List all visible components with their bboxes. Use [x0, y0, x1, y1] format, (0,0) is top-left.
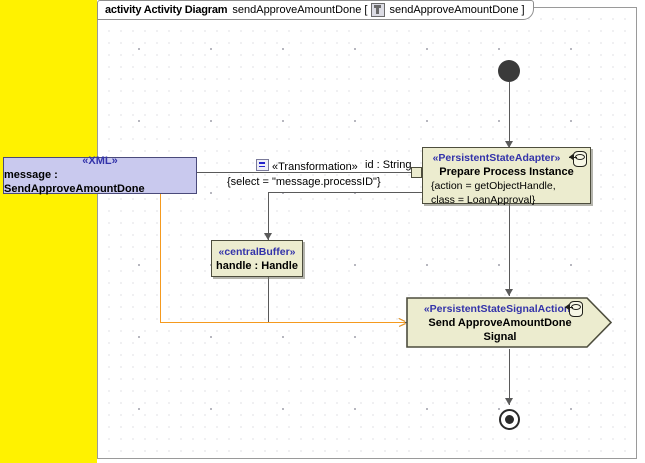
- arrowhead-initial-to-prepare: [505, 141, 513, 148]
- persistent-state-icon: [564, 301, 583, 317]
- object-node-message[interactable]: «XML» message : SendApproveAmountDone: [3, 155, 197, 195]
- send-signal-shape: [406, 297, 613, 348]
- frame-keyword: activity Activity Diagram: [105, 4, 228, 16]
- object-node-stereotype: «XML»: [82, 155, 118, 167]
- send-signal-name-line2: Signal: [483, 330, 517, 343]
- edge-buffer-to-signal-vertical: [268, 277, 269, 322]
- persistent-state-icon: [568, 151, 587, 167]
- edge-prepare-to-buffer-horizontal: [268, 192, 529, 193]
- transformation-constraint-label: {select = "message.processID"}: [226, 176, 382, 188]
- input-pin-id[interactable]: [411, 167, 422, 178]
- transformation-target-pin-label: id : String: [364, 159, 413, 171]
- edge-transformation-horizontal: [196, 172, 411, 173]
- send-signal-name-line1: Send ApproveAmountDone: [428, 316, 572, 329]
- transformation-stereotype: «Transformation»: [272, 161, 358, 173]
- frame-name: sendApproveAmountDone: [232, 4, 362, 16]
- object-node-central-buffer[interactable]: «centralBuffer» handle : Handle: [211, 240, 303, 277]
- activity-diagram-icon: [371, 3, 386, 17]
- buffer-name: handle : Handle: [216, 259, 298, 272]
- initial-node[interactable]: [498, 60, 520, 82]
- edge-initial-to-prepare: [509, 82, 510, 148]
- object-node-name: message : SendApproveAmountDone: [4, 169, 145, 195]
- prepare-property-2: class = LoanApproval}: [431, 194, 536, 206]
- frame-qualified-name: sendApproveAmountDone: [389, 4, 519, 16]
- activity-frame: [97, 7, 637, 459]
- transformation-icon: [256, 159, 269, 171]
- edge-object-flow-vertical: [160, 193, 161, 323]
- edge-prepare-to-buffer-vertical: [268, 192, 269, 240]
- action-node-send-signal[interactable]: «PersistentStateSignalAction» Send Appro…: [405, 296, 613, 349]
- edge-object-flow-horizontal: [160, 322, 405, 323]
- send-signal-stereotype: «PersistentStateSignalAction»: [423, 302, 577, 315]
- buffer-stereotype: «centralBuffer»: [218, 245, 296, 258]
- prepare-name: Prepare Process Instance: [439, 166, 574, 178]
- transformation-label: «Transformation»: [256, 159, 358, 173]
- arrowhead-signal-to-final: [505, 398, 513, 405]
- edge-prepare-to-signal: [509, 203, 510, 296]
- activity-final-node[interactable]: [499, 409, 520, 430]
- left-yellow-band: [0, 0, 97, 463]
- grid-background: [98, 8, 636, 458]
- prepare-property-1: {action = getObjectHandle,: [431, 180, 556, 192]
- edge-signal-to-final: [509, 349, 510, 405]
- prepare-stereotype: «PersistentStateAdapter»: [432, 152, 561, 164]
- arrowhead-prepare-to-buffer: [264, 233, 272, 240]
- frame-bracket-close: ]: [521, 4, 525, 16]
- action-node-prepare-process-instance[interactable]: «PersistentStateAdapter» Prepare Process…: [422, 147, 591, 206]
- arrowhead-prepare-to-signal: [505, 289, 513, 296]
- frame-bracket-open: [: [364, 4, 368, 16]
- frame-title-tab[interactable]: activity Activity Diagram sendApproveAmo…: [97, 0, 534, 20]
